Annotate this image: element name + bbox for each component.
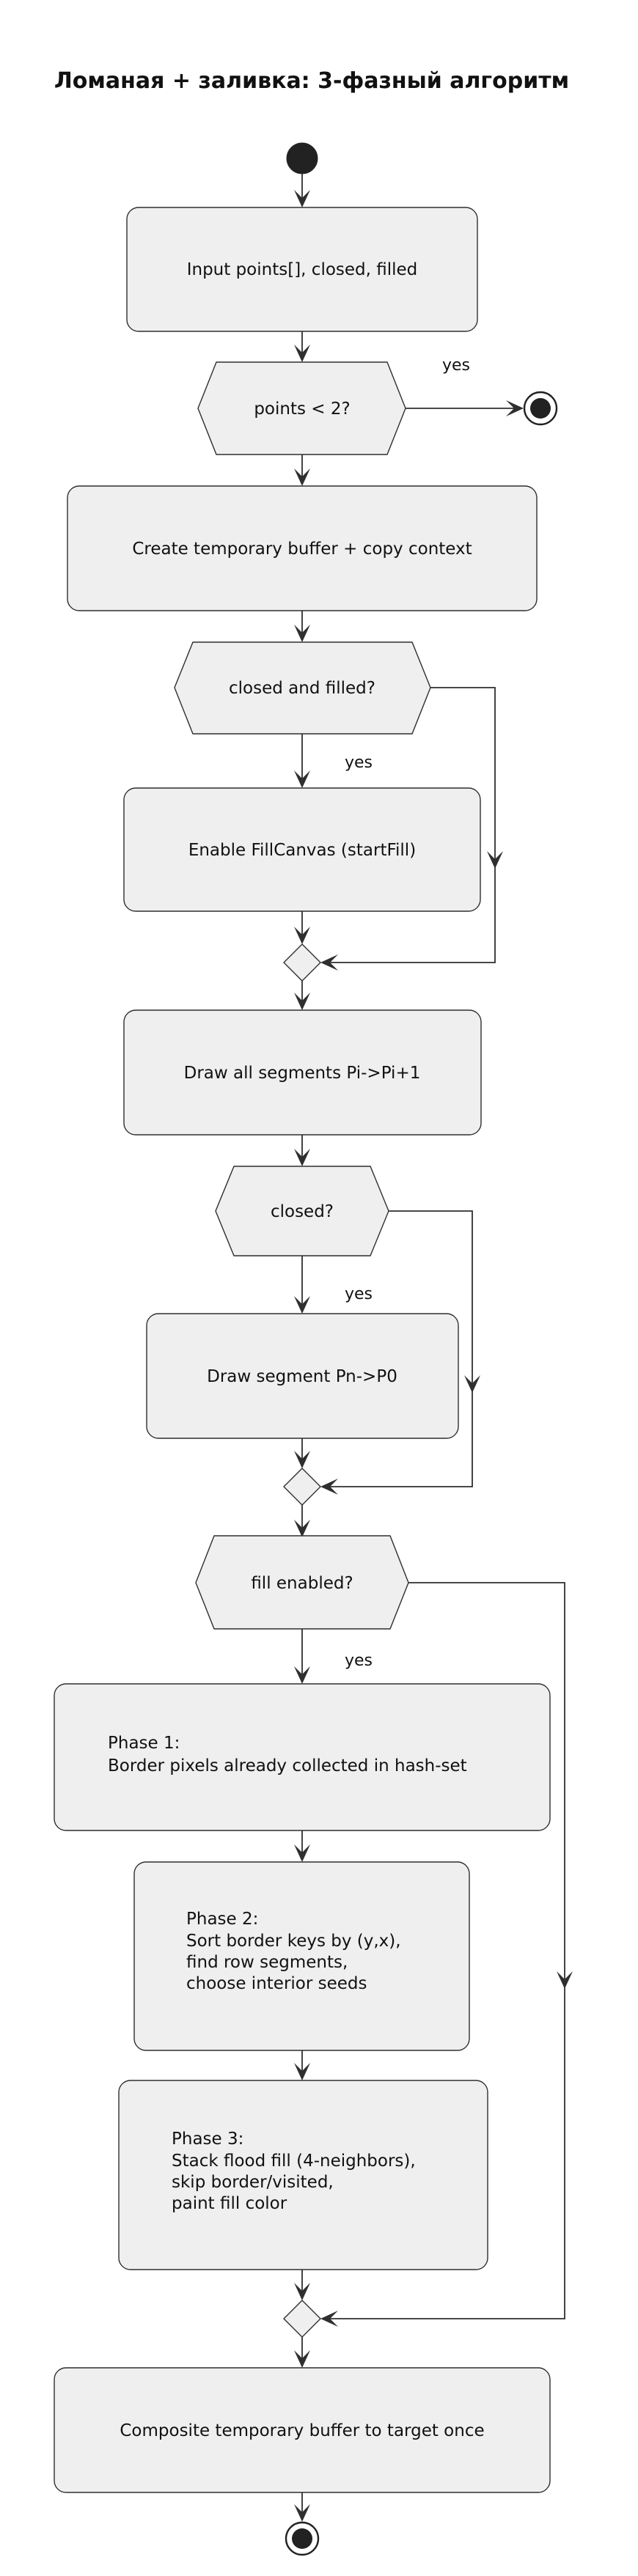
activity-draw-segments-label: Draw all segments Pi->Pi+1 (184, 1064, 421, 1083)
arrowhead-icon (294, 1296, 310, 1314)
arrowhead-icon (294, 1149, 310, 1166)
activity-phase3-line1: Phase 3: (172, 2130, 243, 2149)
arrowhead-icon (294, 2063, 310, 2080)
edge-bypass-fill-enabled (322, 1582, 565, 2319)
arrowhead-icon (294, 345, 310, 362)
activity-phase1-line1: Phase 1: (108, 1734, 180, 1753)
arrowhead-icon (320, 1479, 338, 1495)
merge-diamond-3 (283, 2300, 321, 2338)
merge-diamond-2 (283, 1468, 321, 1506)
arrowhead-icon (487, 851, 503, 869)
arrowhead-icon (294, 993, 310, 1010)
arrowhead-icon (294, 1666, 310, 1684)
activity-phase3-line3: skip border/visited, (172, 2173, 334, 2192)
edge-bypass-closed-and-filled (322, 687, 496, 963)
activity-input-label: Input points[], closed, filled (187, 260, 418, 279)
end-node-early-dot (530, 398, 551, 419)
activity-phase3-line2: Stack flood fill (4-neighbors), (172, 2152, 416, 2171)
activity-phase3 (118, 2080, 488, 2270)
arrowhead-icon (294, 1844, 310, 1862)
activity-phase2-line3: find row segments, (186, 1953, 348, 1972)
decision-fill-enabled-label: fill enabled? (251, 1574, 353, 1593)
diagram-title: Ломаная + заливка: 3-фазный алгоритм (54, 68, 569, 94)
edge-label-yes-fill-enabled: yes (345, 1652, 373, 1670)
arrowhead-icon (294, 2283, 310, 2300)
arrowhead-icon (294, 1520, 310, 1537)
arrowhead-icon (557, 1971, 573, 1989)
merge-diamond-1 (283, 943, 321, 982)
activity-phase2-line2: Sort border keys by (y,x), (186, 1932, 401, 1951)
edge-label-yes-closed: yes (345, 1285, 373, 1303)
arrowhead-icon (294, 2504, 310, 2522)
decision-points-lt2-label: points < 2? (254, 400, 350, 419)
arrowhead-icon (294, 468, 310, 486)
activity-composite-label: Composite temporary buffer to target onc… (120, 2421, 484, 2440)
activity-draw-closing-segment-label: Draw segment Pn->P0 (207, 1367, 397, 1386)
arrowhead-icon (320, 954, 338, 971)
arrowhead-icon (294, 927, 310, 944)
arrowhead-icon (320, 2311, 338, 2327)
arrowhead-icon (294, 770, 310, 788)
edge-bypass-closed (322, 1210, 473, 1487)
edge-label-yes-points: yes (442, 356, 470, 375)
end-node-final-dot (292, 2528, 312, 2549)
arrowhead-icon (506, 400, 524, 416)
arrowhead-icon (294, 2350, 310, 2368)
activity-create-buffer-label: Create temporary buffer + copy context (132, 540, 472, 559)
decision-closed-and-filled-label: closed and filled? (229, 679, 375, 698)
arrowhead-icon (294, 190, 310, 207)
decision-closed-label: closed? (271, 1202, 334, 1221)
arrowhead-icon (464, 1375, 480, 1393)
activity-phase3-line4: paint fill color (172, 2194, 287, 2213)
arrowhead-icon (294, 625, 310, 642)
edge-label-yes-closed-and-filled: yes (345, 754, 373, 772)
activity-phase2-line4: choose interior seeds (186, 1974, 367, 1993)
start-node (286, 142, 318, 174)
activity-phase2-line1: Phase 2: (186, 1910, 258, 1929)
activity-enable-fillcanvas-label: Enable FillCanvas (startFill) (188, 841, 416, 860)
arrowhead-icon (294, 1451, 310, 1468)
activity-phase1-line2: Border pixels already collected in hash-… (108, 1756, 467, 1775)
